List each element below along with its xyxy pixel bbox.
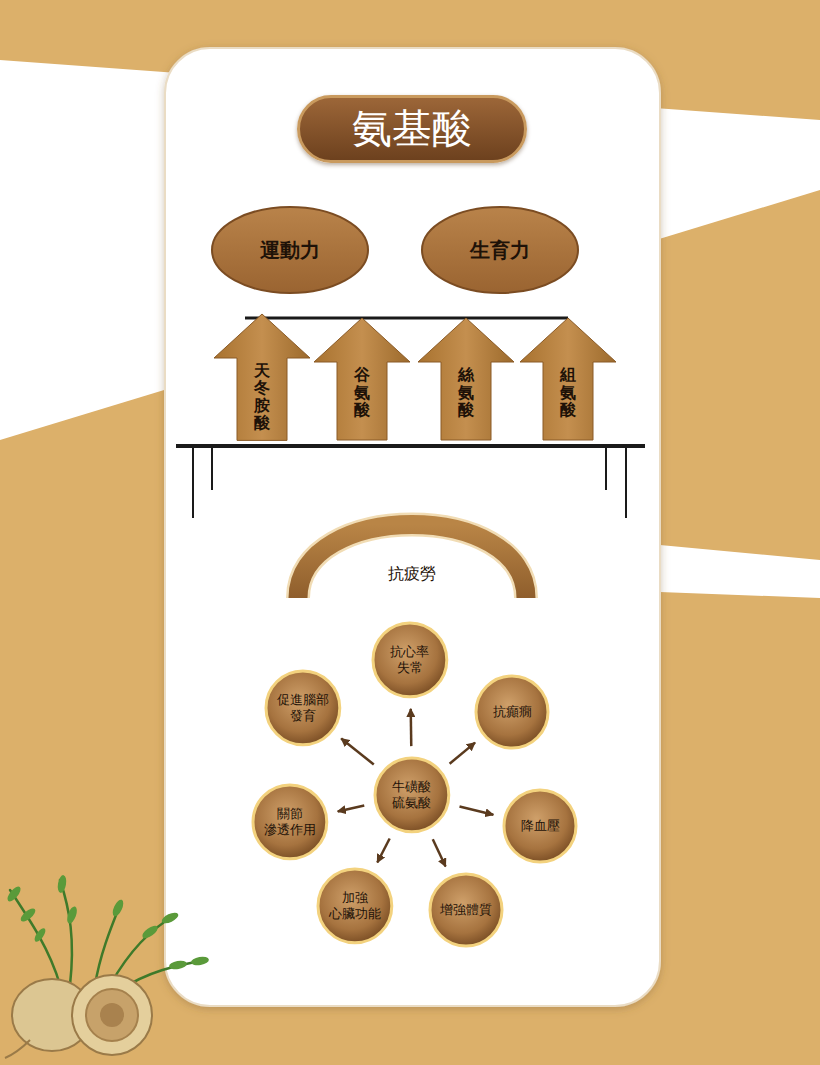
ellipse-shape xyxy=(212,207,368,293)
node-text: 抗癲癇 xyxy=(483,704,540,720)
benefit-arrow xyxy=(433,839,446,866)
arc-band-rim xyxy=(298,525,526,599)
node-text: 降血壓 xyxy=(511,818,568,834)
title-pill: 氨基酸 xyxy=(297,95,527,163)
circle-shape xyxy=(430,874,502,946)
result-ellipse: 生育力 xyxy=(420,205,580,295)
arrow-shape xyxy=(520,318,616,440)
card-panel xyxy=(165,48,660,1006)
diagram-title: 氨基酸 xyxy=(352,104,472,152)
node-text: 關節 滲透作用 xyxy=(261,806,318,839)
circle-shape xyxy=(375,758,449,832)
amino-acid-arrow: 絲氨酸 xyxy=(418,318,514,440)
benefit-circle: 增強體質 xyxy=(428,872,504,948)
circle-shape xyxy=(504,790,576,862)
node-text: 加強 心臟功能 xyxy=(326,890,383,923)
ellipse-shape xyxy=(422,207,578,293)
node-text: 促進腦部 發育 xyxy=(274,692,331,725)
node-text: 谷氨酸 xyxy=(354,366,370,419)
benefit-arrow xyxy=(450,743,475,764)
maca-illustration xyxy=(5,874,210,1058)
amino-acid-arrow: 谷氨酸 xyxy=(314,318,410,440)
circle-shape xyxy=(476,676,548,748)
node-text: 組氨酸 xyxy=(560,366,576,419)
node-text: 天冬胺酸 xyxy=(254,362,270,432)
bar-leg xyxy=(605,446,607,490)
arrow-shape xyxy=(314,318,410,440)
benefit-arrow xyxy=(338,806,365,812)
bracket-line xyxy=(245,317,568,320)
arc-band xyxy=(298,525,526,599)
node-text: 絲氨酸 xyxy=(458,366,474,419)
benefit-circle: 抗心率 失常 xyxy=(371,621,449,699)
benefit-arrow xyxy=(409,709,412,746)
bar-leg xyxy=(625,446,627,518)
benefit-circle: 促進腦部 發育 xyxy=(264,669,342,747)
node-text: 生育力 xyxy=(470,237,530,264)
benefit-circle: 抗癲癇 xyxy=(474,674,550,750)
benefit-arrow xyxy=(341,738,374,764)
amino-acid-arrow: 天冬胺酸 xyxy=(214,314,310,440)
result-ellipse: 運動力 xyxy=(210,205,370,295)
circle-shape xyxy=(266,671,340,745)
benefit-circle: 加強 心臟功能 xyxy=(316,867,394,945)
benefit-arrow xyxy=(460,807,494,815)
bar-leg xyxy=(211,446,213,490)
bar-leg xyxy=(192,446,194,518)
amino-acid-arrow: 組氨酸 xyxy=(520,318,616,440)
arc-label: 抗疲勞 xyxy=(388,564,436,585)
node-text: 增強體質 xyxy=(437,902,494,918)
circle-shape xyxy=(373,623,447,697)
circle-shape xyxy=(253,785,327,859)
arrow-shape xyxy=(214,314,310,440)
arrow-shape xyxy=(418,318,514,440)
base-bar xyxy=(176,444,645,448)
node-text: 抗心率 失常 xyxy=(381,644,438,677)
benefit-circle: 關節 滲透作用 xyxy=(251,783,329,861)
node-text: 牛磺酸 硫氨酸 xyxy=(383,779,440,812)
benefit-circle: 牛磺酸 硫氨酸 xyxy=(373,756,451,834)
node-text: 運動力 xyxy=(260,237,320,264)
white-band xyxy=(660,545,820,598)
benefit-circle: 降血壓 xyxy=(502,788,578,864)
circle-shape xyxy=(318,869,392,943)
benefit-arrow xyxy=(377,838,389,862)
